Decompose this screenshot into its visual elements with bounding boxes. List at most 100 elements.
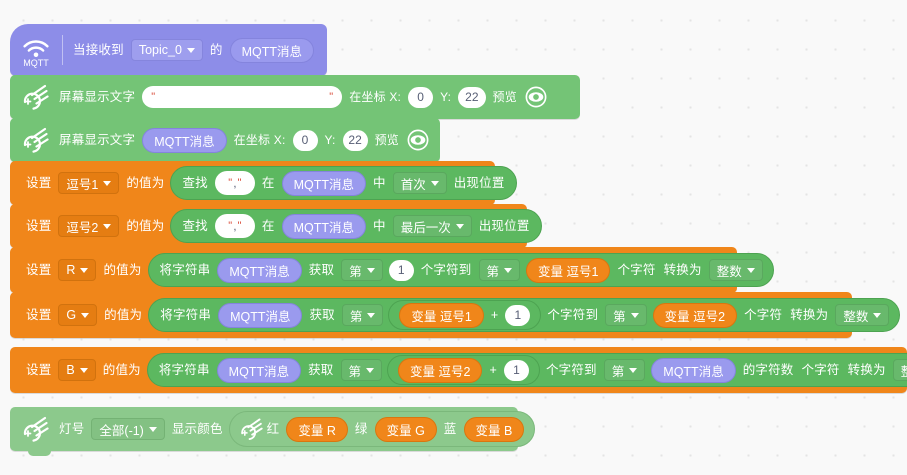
- quote-close-icon: ": [329, 90, 334, 103]
- label-chars-to-b: 个字符到: [545, 362, 597, 377]
- block-mqtt-on-message[interactable]: MQTT 当接收到 Topic_0 的 MQTT消息: [10, 24, 328, 81]
- dropdown-occurrence-1[interactable]: 首次: [392, 172, 447, 194]
- reporter-mqtt-message[interactable]: MQTT消息: [229, 37, 315, 63]
- chevron-down-icon: [148, 426, 157, 432]
- block-show-text-1[interactable]: 屏幕显示文字 " " 在坐标 X: 0 Y: 22 预览: [10, 75, 580, 119]
- input-x-2[interactable]: 0: [292, 129, 318, 151]
- block-set-r[interactable]: 设置 R 的值为 将字符串 MQTT消息 获取 第 1 个字符到 第 变量 逗号…: [10, 247, 774, 293]
- block-set-comma2[interactable]: 设置 逗号2 的值为 查找 " , " 在 MQTT消息 中 最后一次 出现位置: [10, 204, 542, 248]
- dropdown-variable-b[interactable]: B: [58, 359, 96, 381]
- reporter-variable-comma2-g[interactable]: 变量 逗号2: [652, 302, 738, 328]
- dropdown-from-ordinal-b[interactable]: 第: [340, 359, 383, 381]
- reporter-length-source-b[interactable]: MQTT消息: [651, 357, 736, 383]
- dropdown-to-ordinal-r[interactable]: 第: [478, 259, 521, 281]
- dropdown-variable-r[interactable]: R: [58, 259, 97, 281]
- label-coord-y-1: Y:: [440, 90, 452, 104]
- label-value-comma2: 的值为: [126, 218, 165, 233]
- label-get-g: 获取: [309, 307, 335, 322]
- reporter-variable-b[interactable]: 变量 B: [463, 416, 525, 442]
- text-input-1[interactable]: " ": [142, 86, 343, 108]
- reporter-variable-comma2-b[interactable]: 变量 逗号2: [398, 357, 483, 383]
- dropdown-convert-type-r-value: 整数: [716, 264, 742, 279]
- dropdown-convert-type-b[interactable]: 整数: [892, 359, 907, 381]
- reporter-variable-comma1-g[interactable]: 变量 逗号1: [399, 302, 484, 328]
- reporter-haystack-1[interactable]: MQTT消息: [281, 170, 366, 196]
- dropdown-convert-type-r[interactable]: 整数: [708, 259, 763, 281]
- block-notch-bottom: [28, 451, 51, 456]
- block-led-show-color[interactable]: 灯号 全部(-1) 显示颜色 红 变量 R 绿 变量 G 蓝 变量 B: [10, 407, 536, 456]
- display-comet-icon: [237, 416, 263, 442]
- reporter-variable-r[interactable]: 变量 R: [286, 416, 348, 442]
- eye-icon-2[interactable]: [407, 129, 429, 151]
- chevron-down-icon: [873, 312, 882, 318]
- dropdown-lamp-index[interactable]: 全部(-1): [91, 418, 165, 440]
- reporter-add-b[interactable]: 变量 逗号2 + 1: [387, 355, 540, 385]
- dropdown-from-ordinal-r-value: 第: [349, 264, 362, 279]
- reporter-substring-r[interactable]: 将字符串 MQTT消息 获取 第 1 个字符到 第 变量 逗号1 个字符 转换为…: [147, 253, 774, 287]
- quote-close-icon: ": [237, 219, 242, 232]
- label-zhong-2: 中: [373, 218, 386, 233]
- label-convert-g: 转换为: [790, 307, 829, 322]
- label-plus-b: +: [489, 362, 497, 377]
- reporter-variable-g[interactable]: 变量 G: [374, 416, 437, 442]
- block-set-b[interactable]: 设置 B 的值为 将字符串 MQTT消息 获取 第 变量 逗号2 + 1 个字符…: [10, 347, 907, 393]
- reporter-add-g[interactable]: 变量 逗号1 + 1: [388, 300, 542, 330]
- block-set-comma1[interactable]: 设置 逗号1 的值为 查找 " , " 在 MQTT消息 中 首次 出现位置: [10, 161, 517, 205]
- input-x-1[interactable]: 0: [408, 86, 434, 108]
- label-convert-r: 转换为: [663, 262, 702, 277]
- reporter-substring-b[interactable]: 将字符串 MQTT消息 获取 第 变量 逗号2 + 1 个字符到 第 MQTT消…: [146, 353, 907, 387]
- quote-open-icon: ": [151, 90, 156, 103]
- input-needle-2[interactable]: " , ": [214, 214, 255, 238]
- input-needle-1[interactable]: " , ": [214, 171, 255, 195]
- input-from-offset-g[interactable]: 1: [505, 304, 531, 326]
- block-notch-top: [28, 204, 51, 209]
- dropdown-convert-type-g[interactable]: 整数: [835, 304, 890, 326]
- chevron-down-icon: [367, 312, 376, 318]
- reporter-source-b[interactable]: MQTT消息: [216, 357, 302, 383]
- dropdown-to-ordinal-g[interactable]: 第: [605, 304, 647, 326]
- label-show-text-2: 屏幕显示文字: [59, 132, 136, 147]
- input-from-offset-b[interactable]: 1: [503, 359, 529, 381]
- dropdown-occurrence-2[interactable]: 最后一次: [392, 215, 472, 237]
- label-plus-g: +: [490, 307, 499, 322]
- label-set-comma1: 设置: [26, 175, 52, 190]
- label-show-text-1: 屏幕显示文字: [59, 89, 136, 104]
- input-from-index-r[interactable]: 1: [388, 259, 414, 281]
- label-in-2: 在: [261, 218, 275, 233]
- dropdown-to-ordinal-b[interactable]: 第: [603, 359, 646, 381]
- dropdown-topic[interactable]: Topic_0: [130, 39, 203, 61]
- reporter-find-position-2[interactable]: 查找 " , " 在 MQTT消息 中 最后一次 出现位置: [170, 209, 542, 243]
- label-length-b: 的字符数: [742, 362, 794, 377]
- reporter-haystack-2[interactable]: MQTT消息: [281, 213, 366, 239]
- label-value-comma1: 的值为: [126, 175, 165, 190]
- eye-icon-1[interactable]: [525, 86, 547, 108]
- dropdown-lamp-index-value: 全部(-1): [99, 423, 144, 438]
- chevron-down-icon: [81, 312, 90, 318]
- reporter-find-position-1[interactable]: 查找 " , " 在 MQTT消息 中 首次 出现位置: [170, 166, 517, 200]
- dropdown-variable-comma2[interactable]: 逗号2: [58, 215, 120, 237]
- dropdown-from-ordinal-r[interactable]: 第: [341, 259, 383, 281]
- label-zhong-1: 中: [373, 175, 386, 190]
- chevron-down-icon: [186, 47, 195, 53]
- chevron-down-icon: [103, 223, 112, 229]
- reporter-rgb-color[interactable]: 红 变量 R 绿 变量 G 蓝 变量 B: [228, 411, 536, 447]
- dropdown-variable-g[interactable]: G: [58, 304, 98, 326]
- label-substring-g: 将字符串: [160, 307, 212, 322]
- reporter-mqtt-message-2[interactable]: MQTT消息: [142, 127, 227, 153]
- input-y-1[interactable]: 22: [458, 86, 486, 108]
- reporter-variable-comma1-r[interactable]: 变量 逗号1: [526, 257, 611, 283]
- chevron-down-icon: [366, 267, 375, 273]
- reporter-substring-g[interactable]: 将字符串 MQTT消息 获取 第 变量 逗号1 + 1 个字符到 第 变量 逗号…: [148, 298, 901, 332]
- block-set-g[interactable]: 设置 G 的值为 将字符串 MQTT消息 获取 第 变量 逗号1 + 1 个字符…: [10, 292, 901, 338]
- label-chars-to-g: 个字符到: [547, 307, 599, 322]
- reporter-source-g[interactable]: MQTT消息: [218, 302, 303, 328]
- block-show-text-2[interactable]: 屏幕显示文字 MQTT消息 在坐标 X: 0 Y: 22 预览: [10, 118, 440, 162]
- dropdown-from-ordinal-g[interactable]: 第: [341, 304, 384, 326]
- label-lamp: 灯号: [59, 421, 85, 436]
- label-set-b: 设置: [26, 362, 52, 377]
- input-y-2[interactable]: 22: [342, 129, 368, 151]
- chevron-down-icon: [80, 267, 89, 273]
- reporter-source-r[interactable]: MQTT消息: [217, 257, 302, 283]
- dropdown-variable-comma1[interactable]: 逗号1: [58, 172, 120, 194]
